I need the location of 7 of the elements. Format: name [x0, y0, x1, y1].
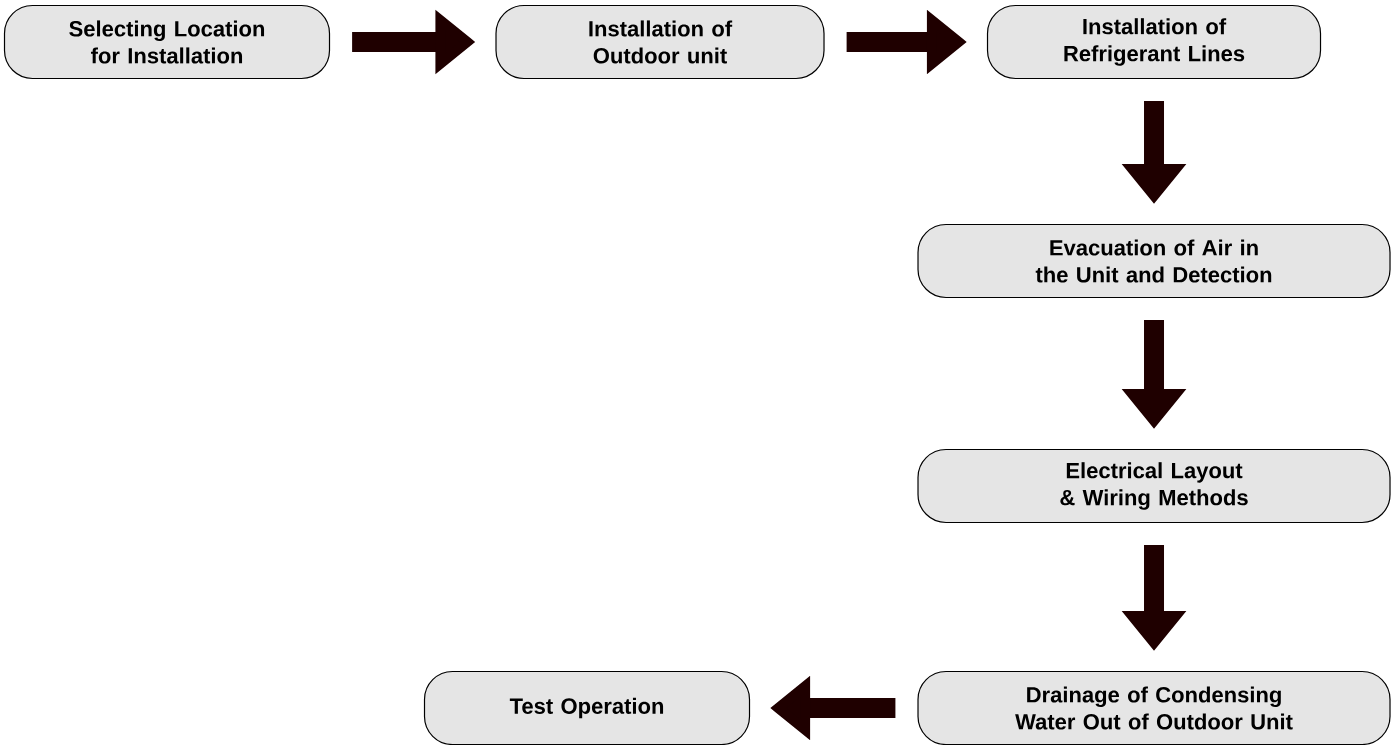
- process-box: Test Operation: [423, 670, 751, 745]
- process-box: Installation of Outdoor unit: [495, 4, 825, 80]
- process-box: Evacuation of Air in the Unit and Detection: [917, 223, 1391, 299]
- process-box: Installation of Refrigerant Lines: [986, 4, 1322, 80]
- process-box: Selecting Location for Installation: [3, 4, 331, 80]
- process-box: Electrical Layout & Wiring Methods: [917, 448, 1391, 524]
- process-box: Drainage of Condensing Water Out of Outdoor Unit: [917, 670, 1391, 745]
